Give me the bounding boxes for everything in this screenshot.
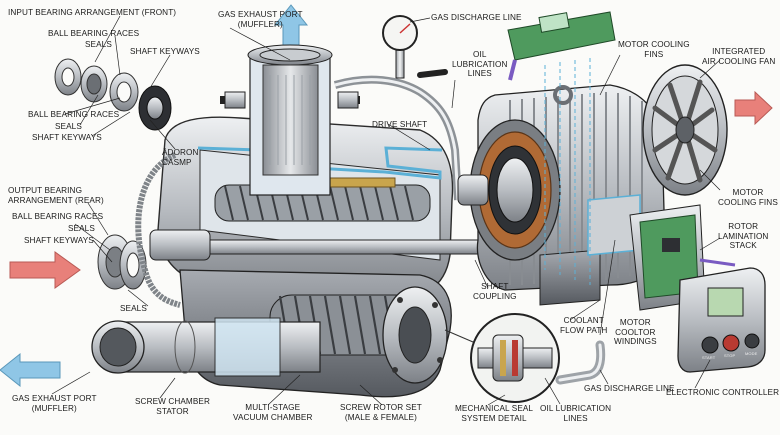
exhaust-arrow-left bbox=[0, 352, 61, 388]
top-circuit-board bbox=[507, 11, 616, 81]
label-oil-lube-top: OIL LUBRICATION LINES bbox=[452, 50, 508, 78]
coolant-dashed-lines bbox=[544, 58, 591, 285]
label-motor-cooling-fins-right: MOTOR COOLING FINS bbox=[718, 188, 778, 207]
label-screw-rotor: SCREW ROTOR SET (MALE & FEMALE) bbox=[340, 403, 422, 422]
lower-muffler bbox=[91, 317, 321, 377]
label-motor-cooling-fins-top: MOTOR COOLING FINS bbox=[618, 40, 690, 59]
controller-button-mode-label: MODE bbox=[745, 351, 758, 356]
label-seals-top2: SEALS bbox=[55, 122, 82, 131]
pressure-gauge bbox=[382, 15, 448, 79]
top-muffler bbox=[220, 44, 360, 196]
label-rotor-lamination: ROTOR LAMINATION STACK bbox=[718, 222, 769, 250]
label-shaft-keyways-top: SHAFT KEYWAYS bbox=[130, 47, 200, 56]
label-coolant-flow: COOLANT FLOW PATH bbox=[560, 316, 608, 335]
label-shaft-coupling: SHAFT COUPLING bbox=[473, 282, 517, 301]
input-bearing-set bbox=[54, 58, 172, 131]
label-ball-races-left: BALL BEARING RACES bbox=[12, 212, 104, 221]
label-adoron-casmp: ÄDORON CASMP bbox=[162, 148, 199, 167]
label-ball-races-top2: BALL BEARING RACES bbox=[28, 110, 120, 119]
label-gas-exhaust-top: GAS EXHAUST PORT (MUFFLER) bbox=[218, 10, 303, 29]
label-oil-lube-bottom: OIL LUBRICATION LINES bbox=[540, 404, 612, 423]
output-bearing-set bbox=[97, 234, 147, 290]
label-gas-discharge-bottom: GAS DISCHARGE LINE bbox=[584, 384, 675, 393]
label-screw-chamber: SCREW CHAMBER STATOR bbox=[135, 397, 210, 416]
label-drive-shaft: DRIVE SHAFT bbox=[372, 120, 428, 129]
label-motor-windings: MOTOR COOLTOR WINDINGS bbox=[614, 318, 657, 346]
label-output-bearing: OUTPUT BEARING ARRANGEMENT (REAR) bbox=[8, 186, 104, 205]
compressor-housing bbox=[149, 116, 481, 297]
controller-button-start-label: START bbox=[702, 355, 716, 360]
label-multi-stage: MULTI-STAGE VACUUM CHAMBER bbox=[233, 403, 313, 422]
label-mech-seal: MECHANICAL SEAL SYSTEM DETAIL bbox=[455, 404, 534, 423]
label-electronic-controller: ELECTRONIC CONTROLLER bbox=[666, 388, 780, 397]
lower-discharge-pipe bbox=[555, 340, 606, 385]
label-integrated-fan: INTEGRATED AIR COOLING FAN bbox=[702, 47, 776, 66]
label-seals-top: SEALS bbox=[85, 40, 112, 49]
label-input-bearing: INPUT BEARING ARRANGEMENT (FRONT) bbox=[8, 8, 177, 17]
label-seals-bottom: SEALS bbox=[120, 304, 147, 313]
label-shaft-keyways-top2: SHAFT KEYWAYS bbox=[32, 133, 102, 142]
controller-button-stop-label: STOP bbox=[724, 353, 736, 358]
label-shaft-keyways-left: SHAFT KEYWAYS bbox=[24, 236, 94, 245]
cooling-fan bbox=[642, 64, 728, 196]
label-gas-discharge-top: GAS DISCHARGE LINE bbox=[431, 13, 522, 22]
fan-outlet-arrow bbox=[734, 90, 773, 126]
label-gas-exhaust-bottom: GAS EXHAUST PORT (MUFFLER) bbox=[12, 394, 97, 413]
label-ball-races-top: BALL BEARING RACES bbox=[48, 29, 140, 38]
braided-hose bbox=[135, 152, 181, 308]
mechanical-seal-detail bbox=[444, 313, 560, 403]
leader-lines bbox=[51, 15, 721, 406]
label-seals-left: SEALS bbox=[68, 224, 95, 233]
air-inlet-arrow bbox=[9, 251, 81, 289]
electronic-controller-unit bbox=[677, 267, 766, 373]
